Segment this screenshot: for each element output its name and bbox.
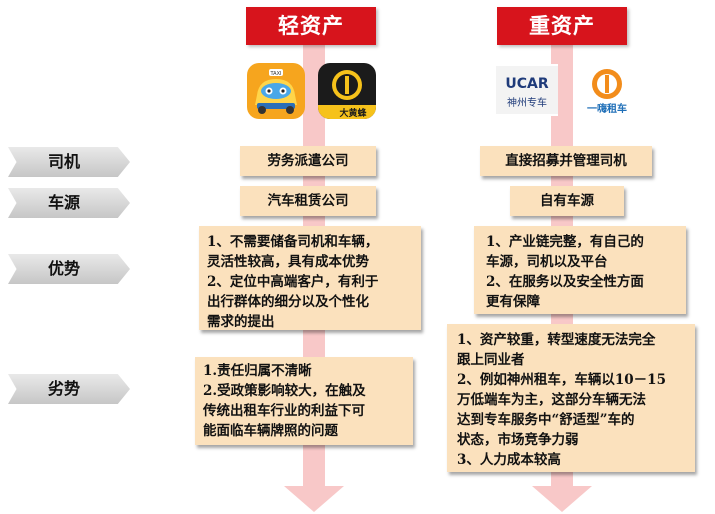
taxi-app-logo: TAXI xyxy=(247,63,305,119)
disadvantage-line: 能面临车辆牌照的问题 xyxy=(203,423,338,439)
advantage-line: 1、不需要储备司机和车辆， xyxy=(207,234,379,250)
advantage-line: 2、在服务以及安全性方面 xyxy=(486,274,644,290)
disadvantage-line: 3、人力成本较高 xyxy=(457,452,561,468)
heavy-vehicle-box: 自有车源 xyxy=(510,186,624,216)
svg-text:神州专车: 神州专车 xyxy=(507,96,547,109)
svg-text:TAXI: TAXI xyxy=(270,71,282,77)
row-label-advantages: 优势 xyxy=(8,254,130,284)
disadvantage-line: 2、例如神州租车，车辆以10－15 xyxy=(457,372,666,388)
advantage-line: 2、定位中高端客户，有利于 xyxy=(207,274,379,290)
svg-text:UCAR: UCAR xyxy=(505,76,548,92)
svg-text:大黄蜂: 大黄蜂 xyxy=(339,107,367,119)
light-disadvantages-box: 1.责任归属不清晰 2.受政策影响较大，在触及 传统出租车行业的利益下可 能面临… xyxy=(195,357,413,445)
svg-text:一嗨租车: 一嗨租车 xyxy=(587,102,627,115)
heavy-driver-box: 直接招募并管理司机 xyxy=(480,146,652,176)
heavy-disadvantages-box: 1、资产较重，转型速度无法完全 跟上同业者 2、例如神州租车，车辆以10－15 … xyxy=(447,324,695,472)
yihao-zuche-logo: 一嗨租车 xyxy=(578,64,636,116)
row-label-disadvantages: 劣势 xyxy=(8,374,130,404)
heavy-advantages-box: 1、产业链完整，有自己的 车源，司机以及平台 2、在服务以及安全性方面 更有保障 xyxy=(474,226,686,314)
row-label-driver: 司机 xyxy=(8,147,130,177)
dahuangfeng-logo: 大黄蜂 xyxy=(318,63,376,119)
light-driver-box: 劳务派遣公司 xyxy=(240,146,376,176)
disadvantage-line: 达到专车服务中“舒适型”车的 xyxy=(457,412,635,428)
disadvantage-line: 2.受政策影响较大，在触及 xyxy=(203,383,366,399)
bee-badge-icon: 大黄蜂 xyxy=(318,70,376,119)
disadvantage-line: 1.责任归属不清晰 xyxy=(203,363,312,379)
disadvantage-line: 1、资产较重，转型速度无法完全 xyxy=(457,332,656,348)
right-column-arrow-head xyxy=(532,486,592,512)
advantage-line: 车源，司机以及平台 xyxy=(486,254,608,270)
header-heavy-assets: 重资产 xyxy=(497,7,627,45)
disadvantage-line: 传统出租车行业的利益下可 xyxy=(203,403,365,419)
light-vehicle-box: 汽车租赁公司 xyxy=(240,186,376,216)
advantage-line: 出行群体的细分以及个性化 xyxy=(207,294,369,310)
advantage-line: 需求的提出 xyxy=(207,314,275,330)
light-advantages-box: 1、不需要储备司机和车辆， 灵活性较高，具有成本优势 2、定位中高端客户，有利于… xyxy=(199,226,421,330)
advantage-line: 更有保障 xyxy=(486,294,540,310)
ucar-logo: UCAR 神州专车 xyxy=(496,64,558,116)
row-label-vehicle: 车源 xyxy=(8,188,130,218)
disadvantage-line: 跟上同业者 xyxy=(457,352,525,368)
left-column-arrow-head xyxy=(284,486,344,512)
advantage-line: 灵活性较高，具有成本优势 xyxy=(207,254,369,270)
header-light-assets: 轻资产 xyxy=(246,7,376,45)
advantage-line: 1、产业链完整，有自己的 xyxy=(486,234,644,250)
disadvantage-line: 万低端车为主，这部分车辆无法 xyxy=(457,392,646,408)
disadvantage-line: 状态，市场竞争力弱 xyxy=(457,432,579,448)
taxi-car-icon: TAXI xyxy=(255,69,297,114)
